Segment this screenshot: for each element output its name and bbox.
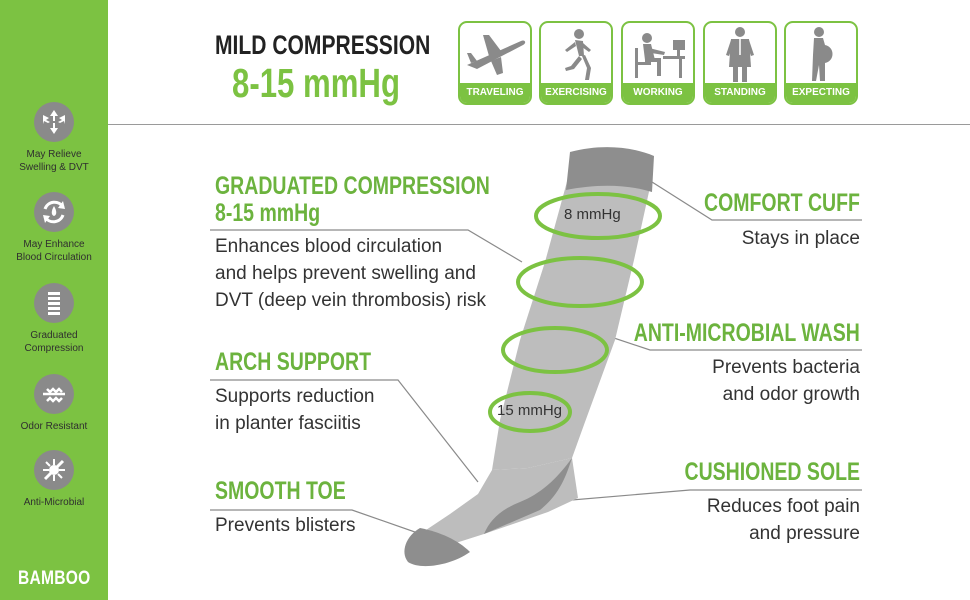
use-label-exercising: EXERCISING bbox=[541, 83, 611, 103]
pregnant-woman-icon bbox=[812, 27, 833, 81]
leader-graduated bbox=[210, 229, 523, 263]
graduated-title-1: GRADUATED COMPRESSION bbox=[215, 172, 490, 200]
sock-toe bbox=[404, 528, 470, 567]
use-label-traveling: TRAVELING bbox=[460, 83, 530, 103]
sock-foot bbox=[414, 458, 578, 556]
use-card-exercising: EXERCISING bbox=[539, 21, 613, 105]
sole-title: CUSHIONED SOLE bbox=[684, 458, 860, 486]
wash-line-2: and odor growth bbox=[722, 384, 860, 405]
sidebar-item-odor: Odor Resistant bbox=[0, 374, 108, 433]
leader-cuff bbox=[651, 181, 862, 221]
toe-line-1: Prevents blisters bbox=[215, 515, 356, 536]
sidebar-label-5: Anti-Microbial bbox=[23, 497, 85, 508]
toe-description: Prevents blisters bbox=[215, 512, 355, 539]
graduated-line-2: and helps prevent swelling and bbox=[215, 263, 476, 284]
sole-description: Reduces foot pain and pressure bbox=[707, 493, 860, 547]
toe-title: SMOOTH TOE bbox=[215, 477, 346, 505]
sole-line-1: Reduces foot pain bbox=[706, 496, 860, 517]
use-label-working: WORKING bbox=[623, 83, 693, 103]
circulation-icon bbox=[34, 192, 74, 232]
sock-cuff bbox=[566, 147, 654, 192]
use-label-expecting: EXPECTING bbox=[786, 83, 856, 103]
header-divider bbox=[108, 124, 970, 125]
compression-ring-1 bbox=[534, 192, 662, 240]
cuff-title: COMFORT CUFF bbox=[704, 189, 860, 217]
arch-title: ARCH SUPPORT bbox=[215, 348, 372, 376]
pressure-rating: 8-15 mmHg bbox=[232, 60, 400, 106]
use-card-standing: STANDING bbox=[703, 21, 777, 105]
airplane-icon bbox=[467, 35, 526, 75]
sidebar-item-antimicrobial: Anti-Microbial bbox=[0, 450, 108, 509]
desk-worker-icon bbox=[635, 33, 685, 78]
relieve-arrows-icon bbox=[34, 102, 74, 142]
sock-label-bottom: 15 mmHg bbox=[497, 402, 562, 419]
odor-resistant-icon bbox=[34, 374, 74, 414]
cuff-line-1: Stays in place bbox=[741, 228, 860, 249]
graduated-title-2: 8-15 mmHg bbox=[215, 199, 321, 227]
use-label-standing: STANDING bbox=[705, 83, 775, 103]
wash-line-1: Prevents bacteria bbox=[712, 357, 860, 378]
sidebar-label-3a: Graduated bbox=[30, 330, 78, 341]
sidebar-label-3b: Compression bbox=[24, 343, 84, 354]
arch-line-2: in planter fasciitis bbox=[215, 413, 361, 434]
compression-coil-icon bbox=[34, 283, 74, 323]
use-card-traveling: TRAVELING bbox=[458, 21, 532, 105]
leader-arch bbox=[210, 379, 479, 483]
sidebar-label-1a: May Relieve bbox=[26, 149, 82, 160]
sidebar-label-2a: May Enhance bbox=[23, 239, 85, 250]
cuff-description: Stays in place bbox=[742, 225, 860, 252]
page-title: MILD COMPRESSION bbox=[215, 30, 431, 60]
brand-label: BAMBOO bbox=[18, 568, 91, 589]
standing-doctor-icon bbox=[726, 27, 754, 82]
arch-description: Supports reduction in planter fasciitis bbox=[215, 383, 375, 437]
compression-ring-3 bbox=[501, 326, 609, 374]
sidebar-label-4: Odor Resistant bbox=[20, 421, 88, 432]
arch-line-1: Supports reduction bbox=[215, 386, 375, 407]
runner-icon bbox=[565, 29, 591, 80]
sock-label-top: 8 mmHg bbox=[564, 206, 621, 223]
sock-sole bbox=[484, 458, 572, 534]
sidebar-label-1b: Swelling & DVT bbox=[19, 162, 89, 173]
sidebar-label-2b: Blood Circulation bbox=[16, 252, 92, 263]
compression-ring-2 bbox=[516, 256, 644, 308]
graduated-line-1: Enhances blood circulation bbox=[215, 236, 443, 257]
leader-toe bbox=[210, 509, 433, 539]
wash-description: Prevents bacteria and odor growth bbox=[712, 354, 860, 408]
use-card-expecting: EXPECTING bbox=[784, 21, 858, 105]
sole-line-2: and pressure bbox=[749, 523, 860, 544]
anti-microbial-icon bbox=[34, 450, 74, 490]
graduated-line-3: DVT (deep vein thrombosis) risk bbox=[215, 290, 487, 311]
sock-leg bbox=[492, 178, 652, 470]
graduated-description: Enhances blood circulation and helps pre… bbox=[215, 233, 486, 314]
wash-title: ANTI-MICROBIAL WASH bbox=[633, 319, 860, 347]
compression-ring-4 bbox=[488, 391, 572, 433]
leader-sole bbox=[547, 489, 862, 503]
use-card-working: WORKING bbox=[621, 21, 695, 105]
